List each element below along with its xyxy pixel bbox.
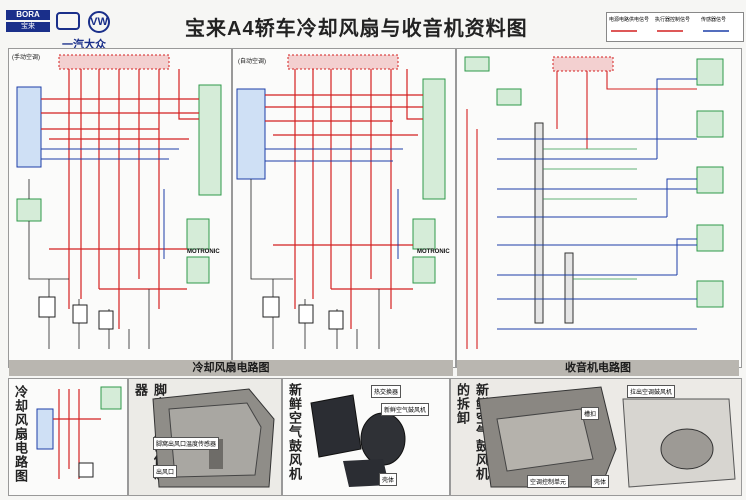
auto-ac-fan-panel: (自动空调) MOTRONIC xyxy=(232,48,456,368)
disassembly-caption-2: 槽扣 xyxy=(581,407,600,420)
manual-ac-label: (手动空调) xyxy=(12,55,40,61)
radio-footer-bar: 收音机电路图 xyxy=(457,360,739,376)
faw-logo-icon xyxy=(56,12,80,30)
auto-fan-wiring-diagram xyxy=(236,54,446,349)
fresh-air-caption-3: 壳体 xyxy=(379,473,398,486)
sensor-caption-1: 脚窝出风口温度传感器 xyxy=(153,437,220,450)
brand-model-cn: 宝来 xyxy=(6,22,50,32)
motronic-label-auto: MOTRONIC xyxy=(417,249,450,255)
disassembly-caption-3: 空调控制单元 xyxy=(527,475,570,488)
vw-logo-icon: VW xyxy=(88,11,110,33)
brand-block: BORA 宝来 VW 一汽大众 xyxy=(6,10,118,58)
fan-mini-title: 冷却风扇电路图 xyxy=(13,385,28,483)
sensor-caption-2: 出风口 xyxy=(153,465,178,478)
motronic-label-manual: MOTRONIC xyxy=(187,249,220,255)
disassembly-caption-4: 壳体 xyxy=(591,475,610,488)
manual-fan-wiring-diagram xyxy=(16,54,222,349)
fresh-air-caption-2: 新鲜空气鼓风机 xyxy=(381,403,430,416)
brand-model: BORA xyxy=(6,10,50,20)
fan-mini-diagram xyxy=(36,386,122,479)
auto-ac-label: (自动空调) xyxy=(238,59,266,65)
fresh-air-title: 新鲜空气鼓风机 xyxy=(287,383,302,481)
legend-item-power: 电源电路供电信号 xyxy=(609,17,650,23)
disassembly-panel: 新鲜空气鼓风机的拆卸 拉出空调鼓风机 槽扣 空调控制单元 壳体 xyxy=(450,378,742,496)
sensor-panel: 脚窝出风口传感器 脚窝出风口温度传感器 出风口 xyxy=(128,378,282,496)
disassembly-caption-1: 拉出空调鼓风机 xyxy=(627,385,676,398)
fresh-air-panel: 新鲜空气鼓风机 热交换器 新鲜空气鼓风机 壳体 xyxy=(282,378,450,496)
fan-mini-panel: 冷却风扇电路图 xyxy=(8,378,128,496)
manual-ac-fan-panel: (手动空调) MOTRONIC xyxy=(8,48,232,368)
fan-footer-bar: 冷却风扇电路图 xyxy=(9,360,453,376)
legend-item-sensor: 传感器信号 xyxy=(701,17,727,23)
legend-arrows-icon xyxy=(611,30,729,32)
fresh-air-blower-illustration xyxy=(310,394,406,487)
legend-box: 电源电路供电信号 执行器控制信号 传感器信号 xyxy=(606,12,744,42)
legend-item-actuator: 执行器控制信号 xyxy=(655,17,691,23)
radio-panel xyxy=(456,48,742,368)
radio-wiring-diagram xyxy=(464,56,724,349)
fresh-air-caption-1: 热交换器 xyxy=(371,385,402,398)
page-title: 宝来A4轿车冷却风扇与收音机资料图 xyxy=(185,18,528,40)
